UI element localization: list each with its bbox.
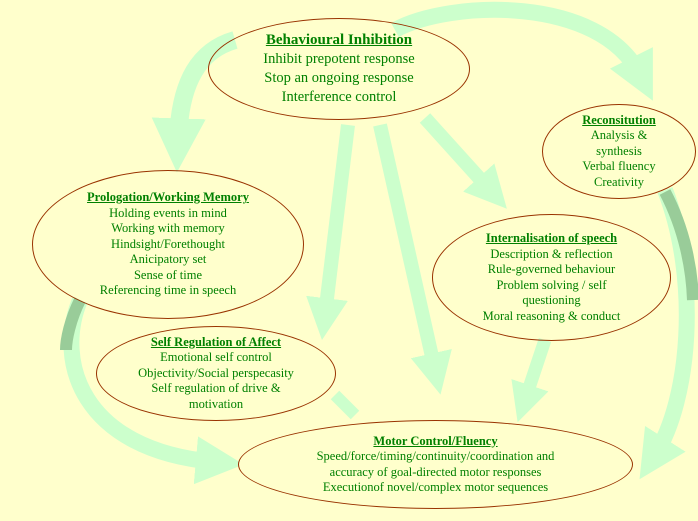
- node-title: Motor Control/Fluency: [373, 433, 498, 448]
- node-item: Analysis &: [590, 128, 648, 143]
- node-item: Stop an ongoing response: [264, 70, 414, 86]
- node-working-memory: Prologation/Working Memory Holding event…: [32, 170, 304, 319]
- node-item: Anicipatory set: [129, 252, 207, 267]
- node-item: motivation: [188, 396, 244, 411]
- node-item: Working with memory: [111, 221, 225, 236]
- node-title: Internalisation of speech: [485, 231, 618, 245]
- node-item: Creativity: [594, 174, 644, 189]
- node-item: questioning: [522, 293, 581, 307]
- node-reconstitution: Reconsitution Analysis & synthesis Verba…: [542, 104, 696, 199]
- node-item: Self regulation of drive &: [151, 381, 281, 396]
- arrow-affect-to-motor: [330, 390, 360, 420]
- node-item: Emotional self control: [160, 350, 272, 365]
- node-item: Referencing time in speech: [99, 283, 237, 298]
- node-item: Moral reasoning & conduct: [482, 308, 621, 323]
- node-behavioural-inhibition: Behavioural Inhibition Inhibit prepotent…: [208, 18, 470, 120]
- node-item: Inhibit prepotent response: [263, 51, 415, 67]
- arrow-inhibition-to-motor: [373, 123, 452, 395]
- arrow-inhibition-to-internalisation: [419, 113, 507, 209]
- node-item: Description & reflection: [490, 246, 613, 261]
- arrow-inhibition-to-reconstitution: [391, 1, 653, 101]
- node-item: Sense of time: [133, 267, 203, 282]
- arrow-internalisation-to-motor: [511, 337, 552, 423]
- node-item: Problem solving / self: [496, 277, 607, 292]
- node-title: Prologation/Working Memory: [87, 190, 249, 205]
- node-item: Speed/force/timing/continuity/coordinati…: [316, 449, 555, 463]
- node-item: synthesis: [596, 143, 642, 158]
- node-self-regulation-of-affect: Self Regulation of Affect Emotional self…: [96, 326, 336, 421]
- node-item: Executionof novel/complex motor sequence…: [322, 480, 549, 494]
- node-motor-control: Motor Control/Fluency Speed/force/timing…: [238, 420, 633, 509]
- node-internalisation-of-speech: Internalisation of speech Description & …: [432, 214, 671, 341]
- node-title: Behavioural Inhibition: [265, 32, 413, 48]
- node-item: Interference control: [281, 89, 397, 105]
- node-item: accuracy of goal-directed motor response…: [329, 464, 542, 479]
- node-item: Holding events in mind: [109, 205, 227, 220]
- node-item: Hindsight/Forethought: [111, 236, 225, 251]
- arrow-inhibition-to-affect: [306, 124, 355, 341]
- node-item: Objectivity/Social perspecasity: [138, 365, 294, 380]
- node-item: Rule-governed behaviour: [487, 262, 616, 276]
- node-item: Verbal fluency: [582, 159, 656, 174]
- node-title: Reconsitution: [582, 112, 656, 127]
- node-title: Self Regulation of Affect: [150, 334, 282, 349]
